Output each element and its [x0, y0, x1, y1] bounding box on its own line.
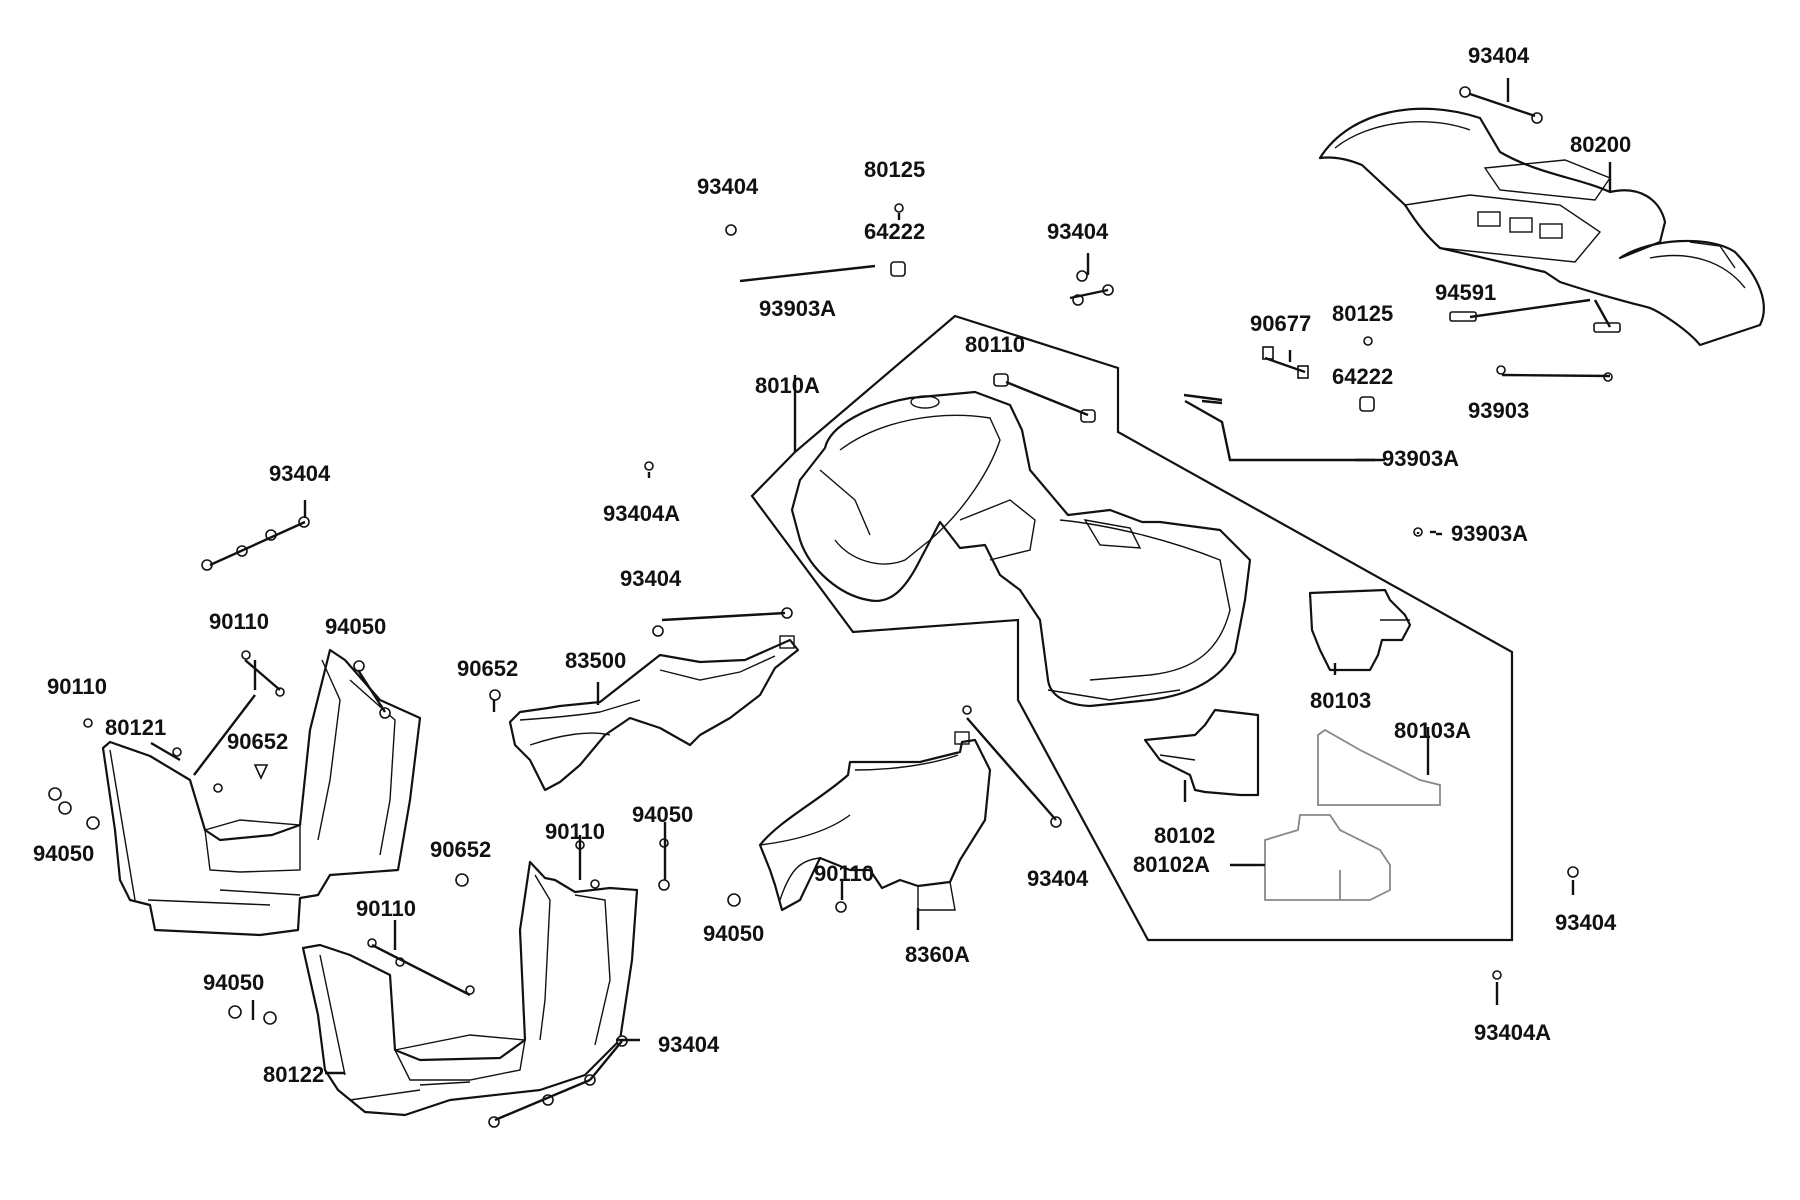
label-8360A: 8360A [905, 942, 970, 967]
label-90110: 90110 [545, 819, 605, 844]
liner-80102A [1264, 814, 1391, 901]
label-90110: 90110 [356, 896, 416, 921]
label-90652: 90652 [227, 729, 288, 754]
label-93404A: 93404A [603, 501, 680, 526]
label-90110: 90110 [209, 609, 269, 634]
label-94050: 94050 [325, 614, 386, 639]
label-93903A: 93903A [759, 296, 836, 321]
liner-80103 [1308, 588, 1412, 672]
liner-80102 [1143, 708, 1260, 797]
label-93404: 93404 [1027, 866, 1089, 891]
label-83500: 83500 [565, 648, 626, 673]
label-93903A: 93903A [1451, 521, 1528, 546]
label-93404: 93404 [1047, 219, 1109, 244]
label-90110: 90110 [814, 861, 874, 886]
part-labels: 93404 80200 93404 80125 64222 93903A 934… [33, 43, 1631, 1087]
label-93404: 93404 [658, 1032, 720, 1057]
label-80110: 80110 [965, 332, 1025, 357]
label-93404: 93404 [1555, 910, 1617, 935]
fasteners [48, 86, 1621, 1128]
group-frame-outline [750, 314, 1514, 942]
label-93404: 93404 [697, 174, 759, 199]
label-94591: 94591 [1435, 280, 1496, 305]
label-64222: 64222 [1332, 364, 1393, 389]
label-80122: 80122 [263, 1062, 324, 1087]
leader-lines [150, 78, 1612, 1122]
left-footrest-80121 [101, 648, 422, 937]
right-footrest-80122 [301, 860, 639, 1117]
label-80125: 80125 [1332, 301, 1393, 326]
label-80103A: 80103A [1394, 718, 1471, 743]
label-94050: 94050 [632, 802, 693, 827]
label-93903: 93903 [1468, 398, 1529, 423]
label-93404: 93404 [1468, 43, 1530, 68]
liner-80103A [1317, 728, 1441, 806]
label-93404: 93404 [269, 461, 331, 486]
label-90110: 90110 [47, 674, 107, 699]
label-93903A: 93903A [1382, 446, 1459, 471]
label-90652: 90652 [457, 656, 518, 681]
label-90652: 90652 [430, 837, 491, 862]
front-fender-8010A [790, 390, 1252, 708]
label-80102A: 80102A [1133, 852, 1210, 877]
label-94050: 94050 [703, 921, 764, 946]
label-93404A: 93404A [1474, 1020, 1551, 1045]
lower-panel-8360A [758, 731, 992, 912]
label-80103: 80103 [1310, 688, 1371, 713]
label-80102: 80102 [1154, 823, 1215, 848]
label-80121: 80121 [105, 715, 166, 740]
label-64222: 64222 [864, 219, 925, 244]
label-8010A: 8010A [755, 373, 820, 398]
label-94050: 94050 [33, 841, 94, 866]
label-80125: 80125 [864, 157, 925, 182]
side-panel-83500 [508, 635, 800, 792]
label-94050: 94050 [203, 970, 264, 995]
rear-fender-80200 [1318, 107, 1765, 347]
label-90677: 90677 [1250, 311, 1311, 336]
label-93404: 93404 [620, 566, 682, 591]
label-80200: 80200 [1570, 132, 1631, 157]
